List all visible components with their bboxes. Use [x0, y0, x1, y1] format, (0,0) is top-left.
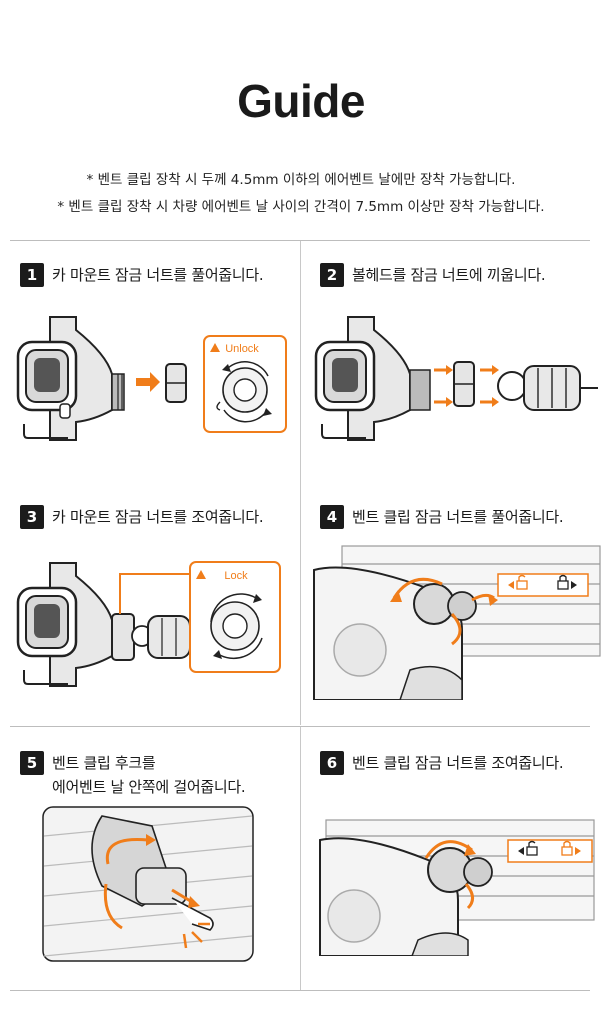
car-mount-body — [16, 562, 191, 687]
step-number-badge: 4 — [320, 505, 344, 529]
step-number-badge: 5 — [20, 751, 44, 775]
divider-middle — [10, 726, 590, 727]
divider-top — [10, 240, 590, 241]
rotate-arrow-icon — [103, 838, 193, 930]
step-2: 2 볼헤드를 잠금 너트에 끼웁니다. — [320, 263, 546, 287]
step-4: 4 벤트 클립 잠금 너트를 풀어줍니다. — [320, 505, 564, 529]
arrow-icon — [136, 372, 160, 392]
step-5-illustration — [42, 806, 254, 962]
step-instruction: 카 마운트 잠금 너트를 조여줍니다. — [52, 508, 264, 526]
step-3-illustration: Lock — [14, 558, 294, 693]
phone-holder — [319, 837, 469, 956]
lock-callout-line — [119, 573, 190, 614]
step-instruction-line-1: 벤트 클립 후크를 — [52, 754, 156, 772]
car-mount-body — [314, 316, 431, 441]
lock-nut — [453, 361, 475, 407]
car-mount-body — [16, 316, 125, 441]
note-thickness: * 벤트 클립 장착 시 두께 4.5mm 이하의 에어벤트 날에만 장착 가능… — [86, 172, 516, 188]
lock-indicator-box — [507, 839, 593, 863]
unlock-label: Unlock — [225, 343, 259, 355]
step-6-illustration — [318, 800, 598, 956]
divider-bottom — [10, 990, 590, 991]
step-1: 1 카 마운트 잠금 너트를 풀어줍니다. — [20, 263, 264, 287]
vent-clip — [413, 583, 477, 625]
page-title: Guide — [237, 75, 365, 127]
column-divider-lower — [300, 727, 301, 990]
step-number-badge: 3 — [20, 505, 44, 529]
lock-indicator-box — [497, 573, 589, 597]
step-1-illustration: Unlock — [14, 312, 294, 447]
step-instruction-line-2: 에어벤트 날 안쪽에 걸어줍니다. — [52, 778, 246, 796]
step-3: 3 카 마운트 잠금 너트를 조여줍니다. — [20, 505, 264, 529]
step-instruction: 볼헤드를 잠금 너트에 끼웁니다. — [352, 266, 546, 284]
unlock-detail-box: Unlock — [203, 335, 287, 433]
column-divider-upper — [300, 241, 301, 725]
ball-head — [497, 365, 598, 411]
step-instruction: 벤트 클립 잠금 너트를 풀어줍니다. — [352, 508, 564, 526]
step-instruction: 벤트 클립 잠금 너트를 조여줍니다. — [352, 754, 564, 772]
lock-nut — [165, 363, 187, 403]
click-burst-icon — [182, 922, 210, 949]
note-spacing: * 벤트 클립 장착 시 차량 에어벤트 날 사이의 간격이 7.5mm 이상만… — [57, 199, 545, 215]
step-2-illustration — [312, 312, 600, 447]
step-6: 6 벤트 클립 잠금 너트를 조여줍니다. — [320, 751, 564, 775]
step-number-badge: 6 — [320, 751, 344, 775]
step-number-badge: 1 — [20, 263, 44, 287]
lock-label: Lock — [224, 570, 248, 582]
arrow-icon — [434, 365, 499, 407]
lock-detail-box: Lock — [189, 561, 281, 673]
step-number-badge: 2 — [320, 263, 344, 287]
vent-clip — [427, 847, 493, 893]
step-5: 5 벤트 클립 후크를 에어벤트 날 안쪽에 걸어줍니다. — [20, 751, 246, 799]
step-instruction: 카 마운트 잠금 너트를 풀어줍니다. — [52, 266, 264, 284]
step-4-illustration — [312, 540, 602, 700]
